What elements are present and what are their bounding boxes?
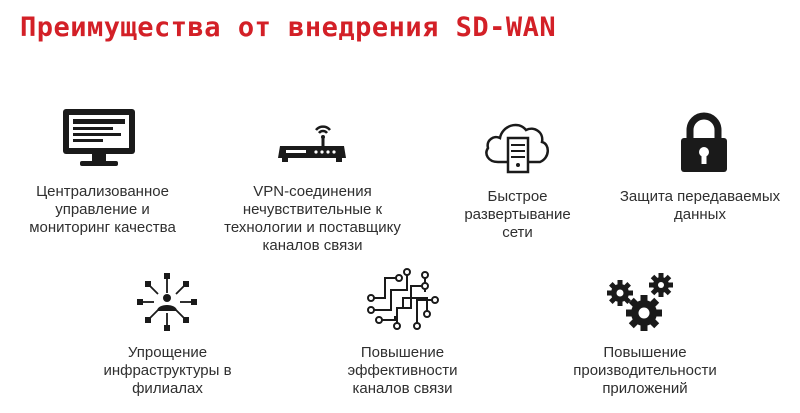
router-icon [278,125,346,162]
lock-icon [681,112,727,172]
gears-icon [607,273,673,331]
monitor-icon [63,109,135,166]
page-title: Преимущества от внедрения SD-WAN [20,12,557,43]
circuit-icon [367,268,439,330]
cloud-server-icon [485,123,549,174]
network-hub-icon [137,273,197,331]
